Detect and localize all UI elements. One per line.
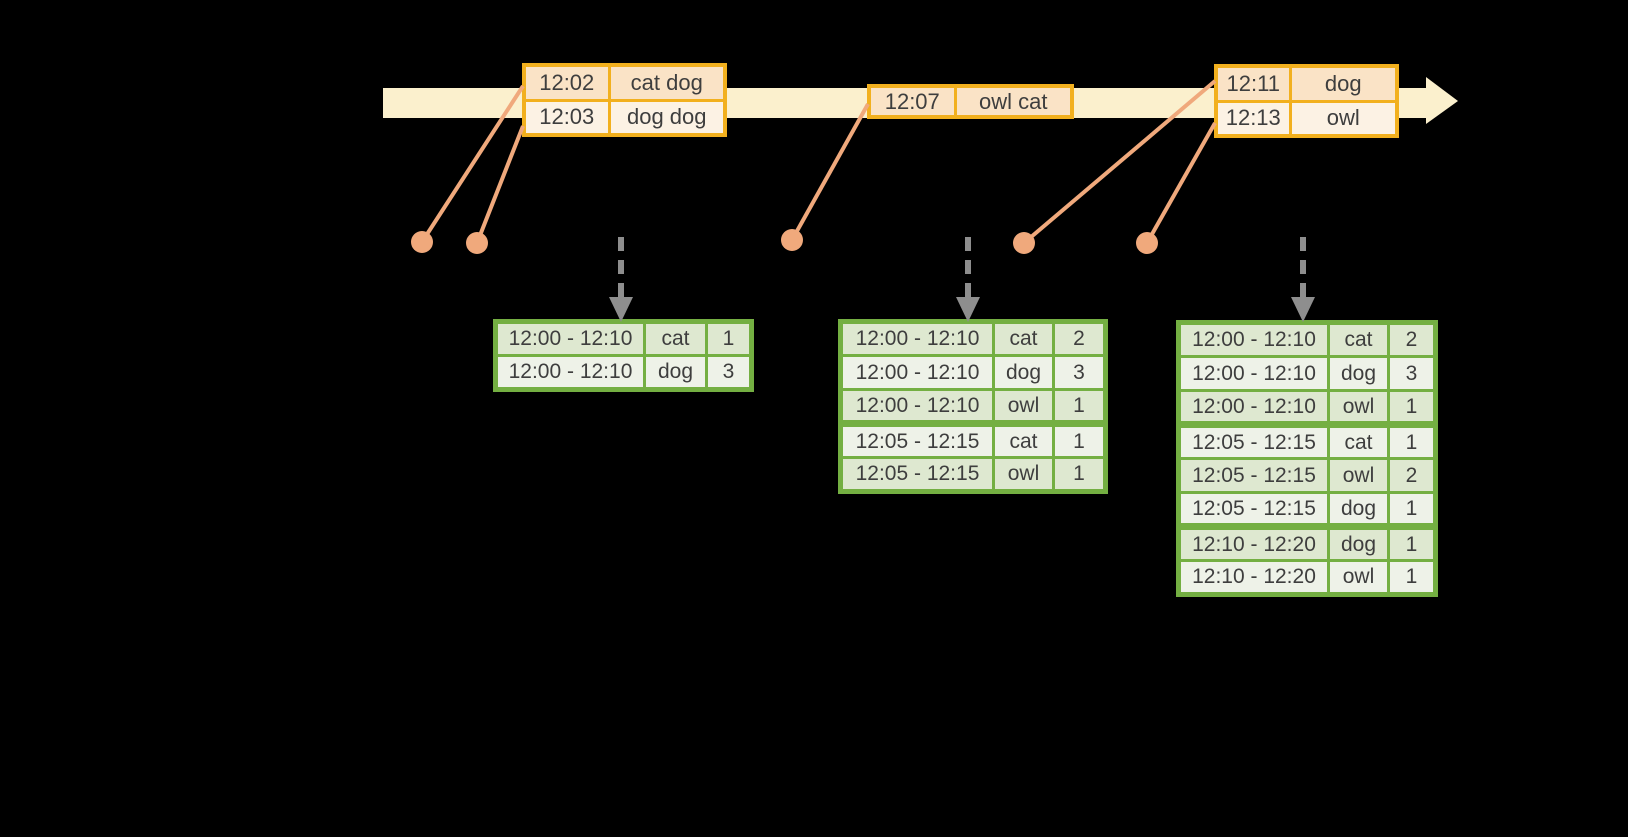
result-row: 12:00 - 12:10 dog 3	[839, 354, 1107, 391]
event-connector-line	[475, 125, 525, 244]
count-cell: 3	[705, 354, 753, 391]
event-time-cell: 12:11	[1214, 64, 1292, 103]
window-cell: 12:00 - 12:10	[1177, 389, 1330, 426]
event-words-cell: dog	[1288, 64, 1399, 103]
word-cell: cat	[992, 320, 1055, 357]
event-time-cell: 12:07	[867, 84, 957, 119]
window-cell: 12:10 - 12:20	[1177, 523, 1330, 562]
event-dot-icon	[1136, 232, 1158, 254]
window-cell: 12:05 - 12:15	[1177, 491, 1330, 528]
result-row: 12:00 - 12:10 owl 1	[1177, 389, 1437, 426]
event-words-cell: owl cat	[953, 84, 1074, 119]
word-cell: dog	[643, 354, 708, 391]
result-row: 12:05 - 12:15 cat 1	[839, 420, 1107, 459]
window-cell: 12:00 - 12:10	[494, 320, 646, 357]
word-cell: dog	[1327, 523, 1390, 562]
word-cell: cat	[643, 320, 708, 357]
word-cell: owl	[1327, 559, 1390, 596]
word-cell: dog	[992, 354, 1055, 391]
event-row: 12:11 dog	[1214, 64, 1399, 103]
word-cell: dog	[1327, 491, 1390, 528]
event-time-cell: 12:02	[522, 63, 611, 102]
window-cell: 12:00 - 12:10	[839, 354, 995, 391]
word-cell: owl	[992, 456, 1055, 493]
count-cell: 1	[1387, 559, 1437, 596]
window-cell: 12:05 - 12:15	[1177, 421, 1330, 460]
trigger-arrow-head-icon	[1291, 297, 1315, 322]
window-cell: 12:00 - 12:10	[839, 388, 995, 425]
event-table-2: 12:07 owl cat	[867, 84, 1074, 119]
result-table-3: 12:00 - 12:10 cat 2 12:00 - 12:10 dog 3 …	[1176, 320, 1438, 597]
result-row: 12:05 - 12:15 cat 1	[1177, 421, 1437, 460]
event-words-cell: cat dog	[607, 63, 727, 102]
result-row: 12:00 - 12:10 cat 2	[1177, 321, 1437, 358]
count-cell: 3	[1052, 354, 1107, 391]
window-cell: 12:10 - 12:20	[1177, 559, 1330, 596]
count-cell: 1	[1052, 420, 1107, 459]
word-cell: cat	[992, 420, 1055, 459]
count-cell: 1	[1387, 491, 1437, 528]
word-cell: owl	[992, 388, 1055, 425]
result-row: 12:00 - 12:10 cat 1	[494, 320, 753, 357]
event-dot-icon	[1013, 232, 1035, 254]
result-row: 12:05 - 12:15 owl 1	[839, 456, 1107, 493]
window-cell: 12:00 - 12:10	[1177, 355, 1330, 392]
event-table-3: 12:11 dog 12:13 owl	[1214, 64, 1399, 138]
count-cell: 3	[1387, 355, 1437, 392]
result-row: 12:10 - 12:20 owl 1	[1177, 559, 1437, 596]
result-row: 12:00 - 12:10 owl 1	[839, 388, 1107, 425]
event-connector-line	[1145, 122, 1217, 244]
event-words-cell: dog dog	[607, 98, 727, 137]
count-cell: 1	[1387, 389, 1437, 426]
word-cell: cat	[1327, 421, 1390, 460]
count-cell: 1	[1052, 456, 1107, 493]
result-row: 12:05 - 12:15 owl 2	[1177, 457, 1437, 494]
result-row: 12:00 - 12:10 cat 2	[839, 320, 1107, 357]
event-table-1: 12:02 cat dog 12:03 dog dog	[522, 63, 727, 137]
window-cell: 12:05 - 12:15	[839, 420, 995, 459]
window-cell: 12:00 - 12:10	[1177, 321, 1330, 358]
event-dot-icon	[411, 231, 433, 253]
count-cell: 2	[1387, 457, 1437, 494]
window-cell: 12:00 - 12:10	[839, 320, 995, 357]
event-row: 12:03 dog dog	[522, 98, 727, 137]
result-row: 12:05 - 12:15 dog 1	[1177, 491, 1437, 528]
window-cell: 12:05 - 12:15	[839, 456, 995, 493]
event-connector-line	[420, 84, 525, 244]
event-row: 12:13 owl	[1214, 99, 1399, 138]
event-dot-icon	[781, 229, 803, 251]
event-dot-icon	[466, 232, 488, 254]
result-table-2: 12:00 - 12:10 cat 2 12:00 - 12:10 dog 3 …	[838, 319, 1108, 494]
result-row: 12:00 - 12:10 dog 3	[494, 354, 753, 391]
count-cell: 2	[1387, 321, 1437, 358]
count-cell: 1	[1052, 388, 1107, 425]
event-row: 12:02 cat dog	[522, 63, 727, 102]
count-cell: 1	[1387, 421, 1437, 460]
result-row: 12:10 - 12:20 dog 1	[1177, 523, 1437, 562]
window-cell: 12:05 - 12:15	[1177, 457, 1330, 494]
event-time-cell: 12:03	[522, 98, 611, 137]
window-cell: 12:00 - 12:10	[494, 354, 646, 391]
word-cell: cat	[1327, 321, 1390, 358]
count-cell: 2	[1052, 320, 1107, 357]
word-cell: dog	[1327, 355, 1390, 392]
event-row: 12:07 owl cat	[867, 84, 1074, 119]
event-connector-line	[790, 103, 870, 241]
event-time-cell: 12:13	[1214, 99, 1292, 138]
timeline-arrowhead-icon	[1426, 77, 1458, 124]
word-cell: owl	[1327, 389, 1390, 426]
word-cell: owl	[1327, 457, 1390, 494]
result-row: 12:00 - 12:10 dog 3	[1177, 355, 1437, 392]
count-cell: 1	[1387, 523, 1437, 562]
result-table-1: 12:00 - 12:10 cat 1 12:00 - 12:10 dog 3	[493, 319, 754, 392]
count-cell: 1	[705, 320, 753, 357]
event-words-cell: owl	[1288, 99, 1399, 138]
